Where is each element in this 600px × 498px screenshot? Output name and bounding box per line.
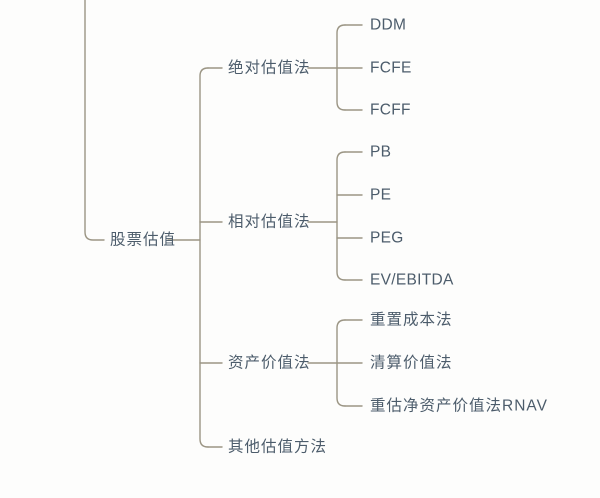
connector-level2-spine: [199, 67, 209, 448]
node-replacement-cost-method[interactable]: 重置成本法: [370, 311, 453, 329]
connector-parent-trunk: [84, 0, 105, 241]
node-ddm[interactable]: DDM: [370, 16, 407, 34]
node-absolute-valuation[interactable]: 绝对估值法: [228, 59, 311, 77]
node-peg[interactable]: PEG: [370, 229, 404, 247]
node-rnav-method[interactable]: 重估净资产价值法RNAV: [370, 397, 548, 415]
connector-relative-spine: [336, 151, 346, 281]
node-fcff[interactable]: FCFF: [370, 101, 411, 119]
node-relative-valuation[interactable]: 相对估值法: [228, 213, 311, 231]
node-pb[interactable]: PB: [370, 143, 392, 161]
node-other-valuation-methods[interactable]: 其他估值方法: [228, 438, 328, 456]
node-fcfe[interactable]: FCFE: [370, 59, 412, 77]
node-asset-valuation[interactable]: 资产价值法: [228, 354, 311, 372]
node-pe[interactable]: PE: [370, 186, 392, 204]
node-liquidation-value-method[interactable]: 清算价值法: [370, 354, 453, 372]
node-root-stock-valuation[interactable]: 股票估值: [110, 231, 177, 249]
node-ev-ebitda[interactable]: EV/EBITDA: [370, 271, 454, 289]
